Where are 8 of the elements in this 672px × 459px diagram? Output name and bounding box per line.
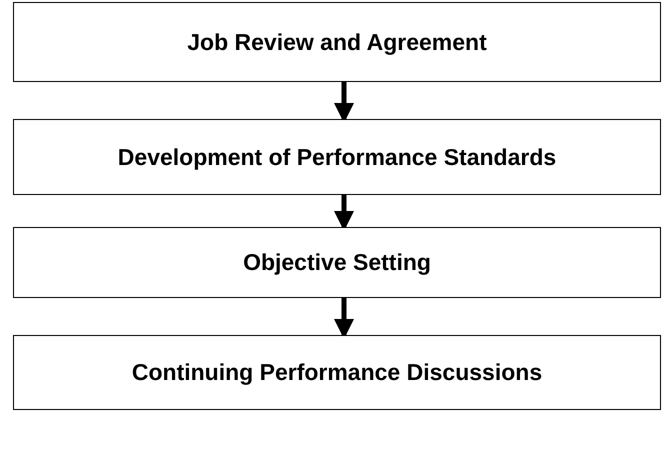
step-label: Continuing Performance Discussions [132,359,542,386]
step-label: Job Review and Agreement [187,28,487,56]
step-label: Objective Setting [243,249,431,276]
step-label: Development of Performance Standards [118,144,556,170]
process-box [13,119,661,195]
process-box [13,335,661,410]
process-box [13,227,661,298]
process-box [13,2,661,82]
